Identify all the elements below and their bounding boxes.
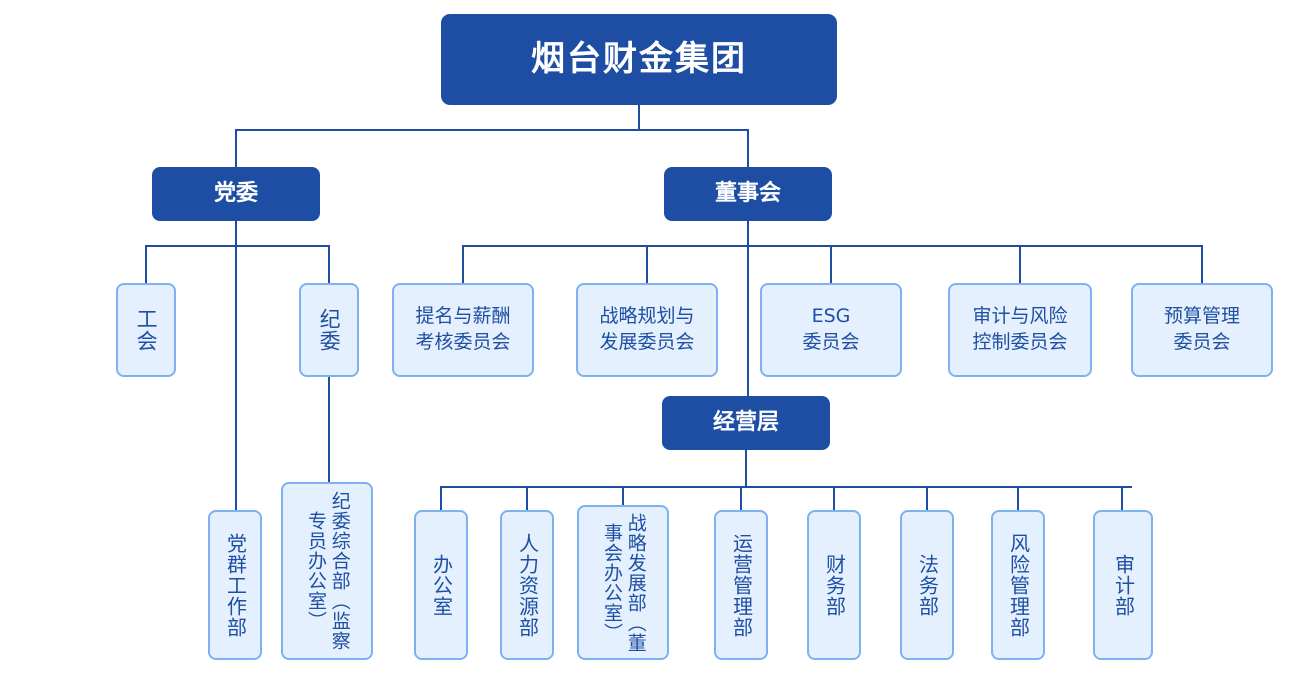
node-label: 风险管理部 [1006, 532, 1031, 638]
node-group-root[interactable]: 烟台财金集团 [441, 14, 837, 105]
connector-to-committee-3 [830, 245, 832, 283]
node-label: 战略规划与 发展委员会 [599, 305, 695, 353]
node-discipline-general-office[interactable]: 纪委综合部（监察专员办公室） [281, 482, 373, 660]
connector-party-bus [145, 245, 329, 247]
node-label: 人力资源部 [515, 532, 540, 638]
node-committee-strategy-development[interactable]: 战略规划与 发展委员会 [576, 283, 718, 377]
node-dept-operations-management[interactable]: 运营管理部 [714, 510, 768, 660]
connector-mgmt-bus [440, 486, 1132, 488]
node-committee-budget-management[interactable]: 预算管理 委员会 [1131, 283, 1273, 377]
connector-to-dept-2 [526, 486, 528, 510]
node-board-of-directors[interactable]: 董事会 [664, 167, 832, 221]
connector-mgmt-stub [745, 450, 747, 486]
connector-to-committee-4 [1019, 245, 1021, 283]
connector-board-spine [747, 221, 749, 396]
node-label: 经营层 [712, 410, 779, 436]
connector-root-bus [235, 129, 749, 131]
node-party-work-dept[interactable]: 党群工作部 [208, 510, 262, 660]
node-label: 审计与风险 控制委员会 [972, 305, 1068, 353]
node-label: 纪委综合部（监察专员办公室） [305, 491, 351, 651]
node-label: 提名与薪酬 考核委员会 [415, 305, 511, 353]
node-label: 运营管理部 [729, 532, 754, 638]
node-dept-risk-management[interactable]: 风险管理部 [991, 510, 1045, 660]
connector-to-board [747, 129, 749, 167]
node-committee-audit-risk-control[interactable]: 审计与风险 控制委员会 [948, 283, 1092, 377]
node-dept-human-resources[interactable]: 人力资源部 [500, 510, 554, 660]
node-label: 党委 [213, 181, 258, 207]
connector-to-dept-3 [622, 486, 624, 505]
node-dept-audit[interactable]: 审计部 [1093, 510, 1153, 660]
node-committee-nomination-compensation[interactable]: 提名与薪酬 考核委员会 [392, 283, 534, 377]
connector-to-dept-7 [1017, 486, 1019, 510]
connector-to-party [235, 129, 237, 167]
node-dept-finance[interactable]: 财务部 [807, 510, 861, 660]
node-label: 法务部 [915, 553, 940, 617]
node-label: 战略发展部（董事会办公室） [601, 512, 647, 653]
node-label: 审计部 [1111, 553, 1136, 617]
node-dept-strategy-development[interactable]: 战略发展部（董事会办公室） [577, 505, 669, 660]
connector-to-committee-1 [462, 245, 464, 283]
node-discipline-committee[interactable]: 纪委 [299, 283, 359, 377]
node-label: 财务部 [822, 553, 847, 617]
node-label: 工会 [134, 308, 159, 352]
connector-to-discipline [328, 245, 330, 283]
connector-to-committee-5 [1201, 245, 1203, 283]
connector-board-bus [462, 245, 1202, 247]
connector-to-dept-8 [1121, 486, 1123, 510]
connector-root-stub [638, 105, 640, 129]
connector-to-dept-5 [833, 486, 835, 510]
node-label: 烟台财金集团 [531, 38, 747, 79]
connector-to-union [145, 245, 147, 283]
node-label: ESG 委员会 [802, 305, 860, 353]
connector-to-dept-6 [926, 486, 928, 510]
node-label: 纪委 [317, 308, 342, 352]
connector-discipline-to-office [328, 377, 330, 482]
node-dept-office[interactable]: 办公室 [414, 510, 468, 660]
node-party-committee[interactable]: 党委 [152, 167, 320, 221]
node-label: 党群工作部 [223, 532, 248, 638]
connector-party-spine [235, 221, 237, 510]
node-committee-esg[interactable]: ESG 委员会 [760, 283, 902, 377]
node-dept-legal[interactable]: 法务部 [900, 510, 954, 660]
node-label: 董事会 [714, 181, 781, 207]
connector-to-committee-2 [646, 245, 648, 283]
node-labor-union[interactable]: 工会 [116, 283, 176, 377]
node-label: 办公室 [429, 553, 454, 617]
node-label: 预算管理 委员会 [1163, 305, 1240, 353]
connector-to-dept-1 [440, 486, 442, 510]
connector-to-dept-4 [740, 486, 742, 510]
node-management-level[interactable]: 经营层 [662, 396, 830, 450]
